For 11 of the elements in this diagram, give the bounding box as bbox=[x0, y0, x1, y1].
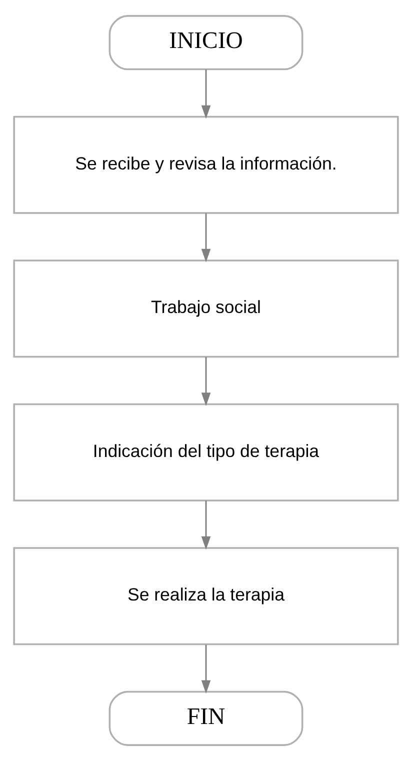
arrow bbox=[201, 356, 211, 406]
arrow bbox=[201, 644, 211, 694]
node-box: Indicación del tipo de terapia bbox=[13, 403, 399, 502]
arrow bbox=[201, 500, 211, 550]
node-box: Trabajo social bbox=[13, 260, 399, 358]
arrow bbox=[201, 69, 211, 119]
node-box: INICIO bbox=[108, 15, 304, 70]
node-box: Se realiza la terapia bbox=[13, 547, 399, 646]
node-box: FIN bbox=[108, 690, 304, 746]
arrow bbox=[201, 213, 211, 262]
node-box: Se recibe y revisa la información. bbox=[13, 116, 399, 214]
